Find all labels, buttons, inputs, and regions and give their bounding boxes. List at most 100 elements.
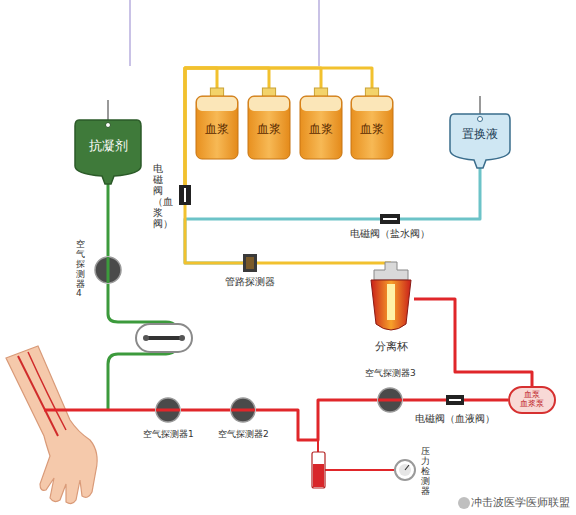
detector-tube	[107, 257, 110, 283]
pump-roller	[143, 335, 149, 341]
tube-connector	[414, 299, 532, 386]
node-text: 抗凝剂	[89, 139, 128, 153]
detector-disc	[231, 398, 255, 422]
node-text: 血泵	[524, 391, 540, 400]
solenoid-valve-outline	[446, 395, 464, 405]
pump-roller	[179, 335, 185, 341]
blood-pump: 血泵血浆泵	[508, 386, 556, 414]
part-label: 空气探测器2	[218, 429, 269, 440]
tube-connector	[181, 409, 230, 412]
valve-body	[179, 185, 191, 205]
collection-tube	[312, 452, 325, 488]
node-text: 血浆	[257, 123, 281, 136]
detector-disc	[378, 388, 402, 412]
tube-connector	[257, 262, 391, 263]
air-detector-outline	[94, 256, 122, 284]
tube-connector	[185, 68, 372, 185]
gauge-dial	[399, 464, 411, 476]
bottle-top	[249, 97, 289, 111]
tube-connector	[256, 400, 377, 440]
air-detector: 空气探测器4	[94, 256, 122, 284]
part-label: 空气探测器1	[143, 429, 194, 440]
valve-slot	[383, 218, 397, 220]
part-label: 电磁阀（血液阀）	[415, 413, 495, 425]
node-text: 血浆	[360, 123, 384, 136]
collection-tube-blood	[313, 464, 324, 487]
node-text: 血浆	[309, 123, 333, 136]
hanger-line	[318, 0, 320, 66]
watermark-icon	[458, 497, 470, 509]
air-detector: 空气探测器3	[377, 387, 403, 413]
bottle-body	[351, 96, 393, 159]
anticoagulant-pump	[136, 324, 192, 352]
tube-connector	[185, 219, 380, 263]
replacement-bag: 置换液	[448, 112, 512, 168]
line-detector-outline	[243, 254, 257, 272]
solenoid-valve-outline	[380, 214, 400, 224]
detector-disc	[156, 398, 180, 422]
solenoid-valve: 电磁阀（血液阀）	[446, 395, 464, 405]
detector-disc	[95, 257, 121, 283]
bag-body	[450, 114, 510, 168]
solenoid-valve-outline	[179, 185, 191, 205]
tube-connector	[464, 399, 508, 402]
pump-body	[509, 387, 555, 413]
pressure-detector-outline	[394, 459, 416, 481]
detector-window	[246, 257, 254, 269]
valve-body	[446, 395, 464, 405]
plasma-bottle: 血浆	[299, 88, 343, 160]
air-detector-outline	[155, 397, 181, 423]
plasma-bottle: 血浆	[350, 88, 394, 160]
part-label: 空气探测器3	[365, 368, 416, 379]
part-label: 电磁阀（血浆阀）	[153, 163, 163, 229]
detector-tube	[378, 399, 402, 402]
part-label: 管路探测器	[225, 276, 275, 288]
bag-hanger	[479, 96, 481, 114]
bottle-body	[300, 96, 342, 159]
tube-connector	[400, 168, 480, 219]
bottle-body	[196, 96, 238, 159]
bag-body	[75, 120, 141, 184]
gauge-needle	[405, 465, 409, 470]
valve-body	[380, 214, 400, 224]
gauge-face	[395, 460, 415, 480]
node-text: 血浆	[205, 123, 229, 136]
bottle-top	[197, 97, 237, 111]
watermark: 冲击波医学医师联盟	[471, 495, 570, 510]
detector-body	[243, 254, 257, 272]
bag-hole	[106, 123, 111, 128]
bag-hole	[478, 117, 483, 122]
separation-cup-outline	[368, 262, 414, 336]
pump-rotor	[146, 336, 182, 340]
anticoagulant-bag: 抗凝剂	[73, 118, 143, 184]
pressure-detector: 压力检测器	[394, 459, 416, 481]
air-detector: 空气探测器2	[230, 397, 256, 423]
line-detector: 管路探测器	[243, 254, 257, 272]
cup-core	[387, 284, 395, 320]
node-text: 置换液	[462, 128, 498, 141]
part-label: 压力检测器	[421, 447, 430, 496]
separation-cup: 分离杯	[368, 262, 414, 336]
patient-arm	[6, 346, 97, 504]
node-text: 血浆泵	[520, 400, 544, 409]
detector-tube	[156, 409, 180, 412]
plasma-bottle: 血浆	[247, 88, 291, 160]
tube-connector	[403, 399, 446, 402]
valve-slot	[184, 188, 186, 202]
tube-connector	[107, 184, 110, 256]
part-label: 空气探测器4	[76, 240, 85, 299]
tube-connector	[185, 205, 243, 263]
air-detector: 空气探测器1	[155, 397, 181, 423]
part-label: 电磁阀（盐水阀）	[350, 228, 430, 240]
cup-cap	[374, 262, 408, 280]
bag-hanger	[107, 100, 109, 120]
solenoid-valve: 电磁阀（盐水阀）	[380, 214, 400, 224]
detector-tube	[231, 409, 255, 412]
bottle-top	[352, 97, 392, 111]
air-detector-outline	[230, 397, 256, 423]
part-label: 分离杯	[375, 340, 408, 353]
air-detector-outline	[377, 387, 403, 413]
cup-body	[371, 280, 411, 330]
